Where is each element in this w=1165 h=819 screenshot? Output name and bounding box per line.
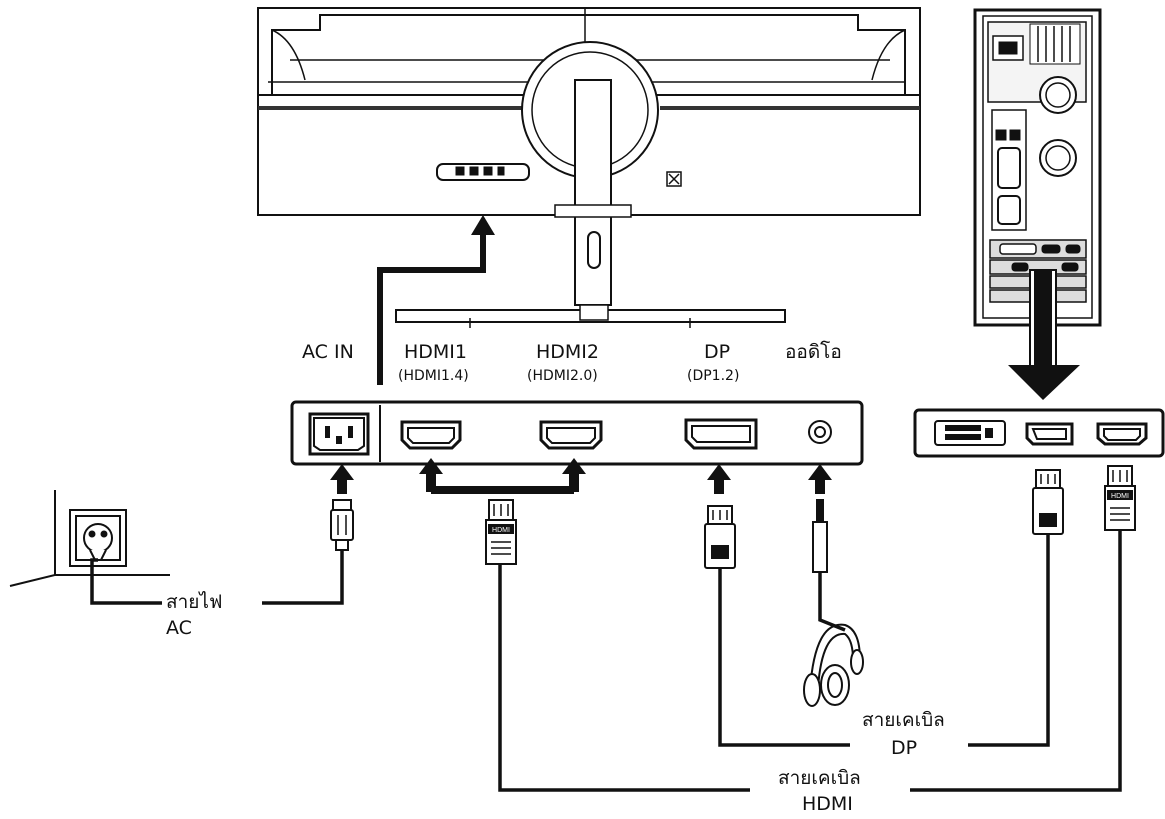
dp-plug-icon <box>704 505 736 569</box>
ac-cable-line-right <box>262 550 344 605</box>
ac-routing-line <box>377 225 486 385</box>
ac-cable-label-line2: AC <box>166 617 192 639</box>
headphones-icon <box>803 623 864 707</box>
audio-jack-icon <box>812 499 828 573</box>
wall-outlet-icon <box>9 490 170 587</box>
dp-label: DP <box>704 341 731 363</box>
up-arrow-icon <box>419 458 443 492</box>
hdmi2-label: HDMI2 <box>536 341 600 363</box>
hdmi-plug-icon <box>485 499 517 565</box>
up-arrow-icon <box>562 458 586 492</box>
hdmi-cable-label-line1: สายเคเบิล <box>778 767 861 789</box>
hdmi2-port-icon <box>539 420 603 450</box>
up-arrow-icon <box>808 464 832 494</box>
pc-port-panel <box>913 408 1165 458</box>
hdmi1-port-icon <box>400 420 462 450</box>
up-arrow-icon <box>330 464 354 494</box>
ac-cable-label-line1: สายไฟ <box>166 591 223 613</box>
hdmi2-sub-label: (HDMI2.0) <box>527 368 598 384</box>
port-arrows <box>330 458 832 494</box>
pc-tower-icon <box>973 8 1102 327</box>
pc-dp-plug-icon <box>1032 469 1064 535</box>
audio-label: ออดิโอ <box>785 341 842 363</box>
dvi-port-icon <box>934 420 1006 446</box>
hdmi1-sub-label: (HDMI1.4) <box>398 368 469 384</box>
monitor-rear-icon <box>257 7 921 328</box>
pc-hdmi-plug-icon <box>1104 465 1136 531</box>
power-plug-icon <box>330 499 354 551</box>
audio-port-icon <box>808 420 832 444</box>
dp-cable-label-line1: สายเคเบิล <box>862 709 945 731</box>
down-arrow-icon <box>1008 269 1080 400</box>
dp-cable-label-line2: DP <box>891 737 918 759</box>
hdmi-cable-line-right <box>910 530 1122 792</box>
up-arrow-icon <box>471 215 495 235</box>
hdmi-plug-text: HDMI <box>492 527 510 534</box>
dp-cable-line-right <box>968 534 1050 747</box>
dp-cable-line-left <box>718 568 850 747</box>
up-arrow-icon <box>707 464 731 494</box>
dp-sub-label: (DP1.2) <box>687 368 740 384</box>
ac-cable-line <box>90 558 162 605</box>
hdmi1-label: HDMI1 <box>404 341 468 363</box>
hdmi-cable-label-line2: HDMI <box>802 793 853 815</box>
ac-in-label: AC IN <box>302 341 354 363</box>
monitor-port-panel <box>290 400 864 466</box>
dp-port-icon <box>684 418 758 450</box>
hdmi-cable-line-left <box>498 564 750 792</box>
pc-hdmi-plug-text: HDMI <box>1111 493 1129 500</box>
audio-cable-line <box>818 572 846 632</box>
